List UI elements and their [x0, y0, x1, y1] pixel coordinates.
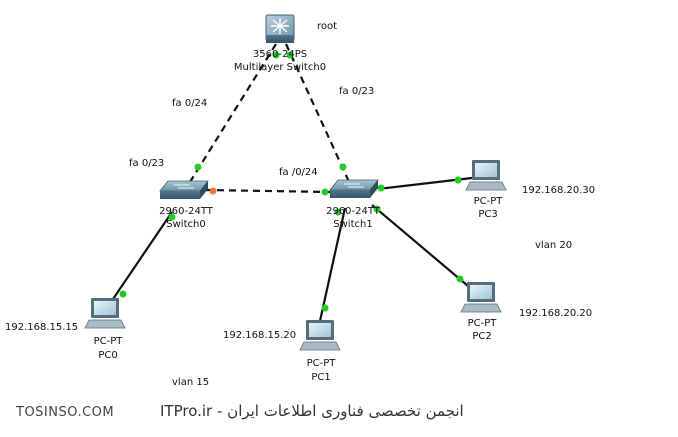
pc3-icon[interactable]: [465, 160, 507, 191]
switch1-model-label: 2960-24TT: [326, 206, 381, 217]
switch0-model-label: 2960-24TT: [159, 206, 214, 217]
port-dot-green: [286, 51, 294, 59]
port-dot-orange: [209, 187, 217, 195]
trunk-ml-switch0: [184, 43, 277, 191]
pc1-icon[interactable]: [299, 320, 341, 351]
pc1-name-label: PC1: [311, 372, 330, 383]
watermark-right: ITPro.ir - انجمن تخصصی فناوری اطلاعات ای…: [160, 402, 464, 420]
links: [108, 43, 473, 322]
port-dot-green: [168, 213, 176, 221]
link-status-dots: [119, 51, 464, 312]
port-dot-green: [119, 290, 127, 298]
watermark-left: TOSINSO.COM: [16, 405, 115, 420]
multilayer-switch-icon[interactable]: [265, 14, 295, 43]
port-dot-green: [456, 275, 464, 283]
port-label-ml-switch0: fa 0/24: [172, 98, 207, 109]
port-dot-green: [373, 205, 381, 213]
pc0-name-label: PC0: [98, 350, 117, 361]
pc2-name-label: PC2: [472, 331, 491, 342]
pc1-ip-label: 192.168.15.20: [223, 330, 296, 341]
pc3-model-label: PC-PT: [474, 196, 504, 207]
link-switch1-pc2: [371, 204, 469, 287]
link-switch0-pc0: [108, 211, 173, 306]
port-dot-green: [339, 163, 347, 171]
vlan20-label: vlan 20: [535, 240, 572, 251]
port-dot-green: [194, 163, 202, 171]
switch0-icon[interactable]: [159, 180, 209, 199]
trunk-ml-switch1: [284, 43, 352, 185]
port-dot-green: [272, 51, 280, 59]
ml-switch-name-label: Multilayer Switch0: [234, 62, 326, 73]
switch0-name-label: Switch0: [166, 219, 205, 230]
port-dot-green: [377, 184, 385, 192]
pc0-icon[interactable]: [84, 298, 126, 329]
port-dot-green: [454, 176, 462, 184]
port-label-ml-switch1: fa 0/23: [339, 86, 374, 97]
ml-switch-model-label: 3560-24PS: [253, 49, 307, 60]
port-dot-green: [321, 304, 329, 312]
pc3-name-label: PC3: [478, 209, 497, 220]
pc2-icon[interactable]: [460, 282, 502, 313]
switch1-name-label: Switch1: [333, 219, 372, 230]
pc2-ip-label: 192.168.20.20: [519, 308, 592, 319]
port-label-switch0-ml: fa 0/23: [129, 158, 164, 169]
pc3-ip-label: 192.168.20.30: [522, 185, 595, 196]
port-label-switch1-switch0: fa /0/24: [279, 167, 318, 178]
link-switch1-pc1: [318, 207, 347, 322]
pc1-model-label: PC-PT: [307, 358, 337, 369]
pc0-model-label: PC-PT: [94, 336, 124, 347]
root-label: root: [317, 21, 337, 32]
switch1-icon[interactable]: [329, 179, 379, 198]
trunk-switch0-switch1: [204, 188, 331, 194]
port-dot-green: [321, 188, 329, 196]
port-dot-green: [334, 208, 342, 216]
pc0-ip-label: 192.168.15.15: [5, 322, 78, 333]
vlan15-label: vlan 15: [172, 377, 209, 388]
pc2-model-label: PC-PT: [468, 318, 498, 329]
